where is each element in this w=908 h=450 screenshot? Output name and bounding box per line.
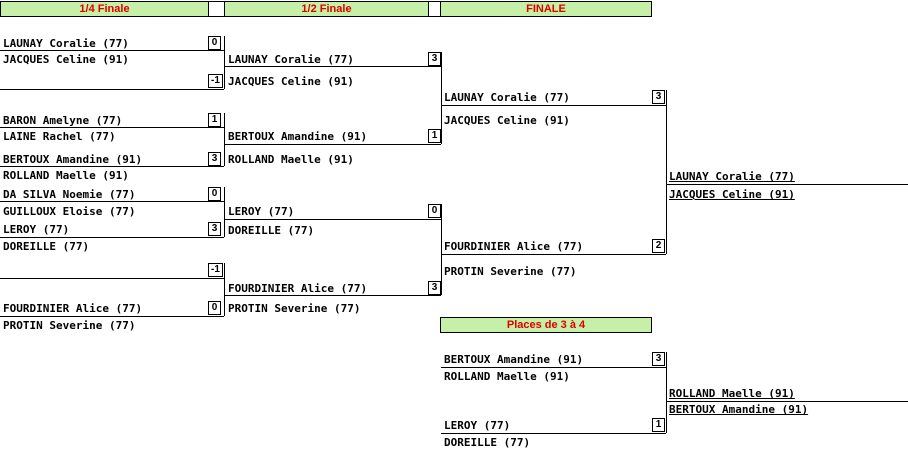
score-box: 0 — [208, 36, 221, 50]
player-name: LEROY (77) — [228, 205, 295, 218]
bracket-line — [666, 401, 908, 402]
bracket-line — [224, 295, 441, 296]
score-box: 1 — [428, 129, 441, 143]
bracket-line — [0, 316, 224, 317]
bracket-line — [0, 201, 224, 202]
player-name: FOURDINIER Alice (77) — [444, 240, 584, 253]
bracket-connector — [224, 187, 225, 237]
bracket-line — [0, 278, 224, 279]
bracket-connector — [666, 352, 667, 433]
player-name: DOREILLE (77) — [3, 240, 90, 253]
player-name: DOREILLE (77) — [228, 224, 315, 237]
player-name: ROLLAND Maelle (91) — [444, 370, 570, 383]
score-box: 0 — [428, 204, 441, 218]
bracket-line — [441, 254, 666, 255]
bracket-line — [224, 219, 441, 220]
player-name: LEROY (77) — [444, 419, 511, 432]
bracket-line — [666, 184, 908, 185]
score-box: -1 — [208, 74, 223, 88]
champion-name: LAUNAY Coralie (77) — [669, 170, 795, 183]
player-name: LAUNAY Coralie (77) — [3, 37, 129, 50]
bracket-line — [441, 105, 666, 106]
bracket-connector — [441, 52, 442, 144]
score-box: 3 — [428, 281, 441, 295]
player-name: LAUNAY Coralie (77) — [228, 53, 354, 66]
player-name: JACQUES Celine (91) — [444, 114, 570, 127]
player-name: PROTIN Severine (77) — [3, 319, 136, 332]
bracket-line — [0, 237, 224, 238]
score-box: 2 — [652, 239, 665, 253]
bracket-connector — [441, 204, 442, 295]
score-box: 3 — [428, 52, 441, 66]
score-box: 3 — [652, 352, 665, 366]
player-name: LEROY (77) — [3, 223, 70, 236]
bracket-connector — [666, 90, 667, 254]
score-box: 3 — [652, 90, 665, 104]
bracket-line — [224, 144, 441, 145]
player-name: JACQUES Celine (91) — [228, 75, 354, 88]
player-name: PROTIN Severine (77) — [228, 302, 361, 315]
score-box: 0 — [208, 301, 221, 315]
header-spacer — [208, 1, 225, 17]
fourth-place-name: BERTOUX Amandine (91) — [669, 403, 809, 416]
bracket-line — [0, 166, 224, 167]
bracket-connector — [224, 113, 225, 166]
score-box: 1 — [652, 418, 665, 432]
bracket-line — [441, 367, 666, 368]
bracket-line — [0, 127, 224, 128]
player-name: ROLLAND Maelle (91) — [228, 153, 354, 166]
player-name: BARON Amelyne (77) — [3, 114, 123, 127]
player-name: ROLLAND Maelle (91) — [3, 169, 129, 182]
player-name: GUILLOUX Eloise (77) — [3, 205, 136, 218]
bracket-line — [224, 66, 441, 67]
third-place-name: ROLLAND Maelle (91) — [669, 387, 795, 400]
player-name: LAUNAY Coralie (77) — [444, 91, 570, 104]
header-quarter-final: 1/4 Finale — [0, 1, 209, 17]
bracket-line — [0, 89, 224, 90]
score-box: 1 — [208, 113, 221, 127]
player-name: DA SILVA Noemie (77) — [3, 188, 136, 201]
player-name: PROTIN Severine (77) — [444, 265, 577, 278]
finalist-name: JACQUES Celine (91) — [669, 188, 795, 201]
player-name: BERTOUX Amandine (91) — [3, 153, 143, 166]
player-name: DOREILLE (77) — [444, 436, 531, 449]
header-final: FINALE — [440, 1, 652, 17]
player-name: FOURDINIER Alice (77) — [228, 282, 368, 295]
player-name: JACQUES Celine (91) — [3, 53, 129, 66]
bracket-line — [0, 50, 224, 51]
player-name: BERTOUX Amandine (91) — [444, 353, 584, 366]
player-name: FOURDINIER Alice (77) — [3, 302, 143, 315]
score-box: 3 — [208, 222, 221, 236]
player-name: BERTOUX Amandine (91) — [228, 130, 368, 143]
score-box: 3 — [208, 152, 221, 166]
bracket-connector — [224, 263, 225, 316]
bracket-connector — [224, 36, 225, 89]
header-semi-final: 1/2 Finale — [224, 1, 429, 17]
score-box: -1 — [208, 263, 223, 277]
score-box: 0 — [208, 187, 221, 201]
player-name: LAINE Rachel (77) — [3, 130, 116, 143]
header-places-3-4: Places de 3 à 4 — [440, 317, 652, 333]
bracket-line — [441, 433, 666, 434]
